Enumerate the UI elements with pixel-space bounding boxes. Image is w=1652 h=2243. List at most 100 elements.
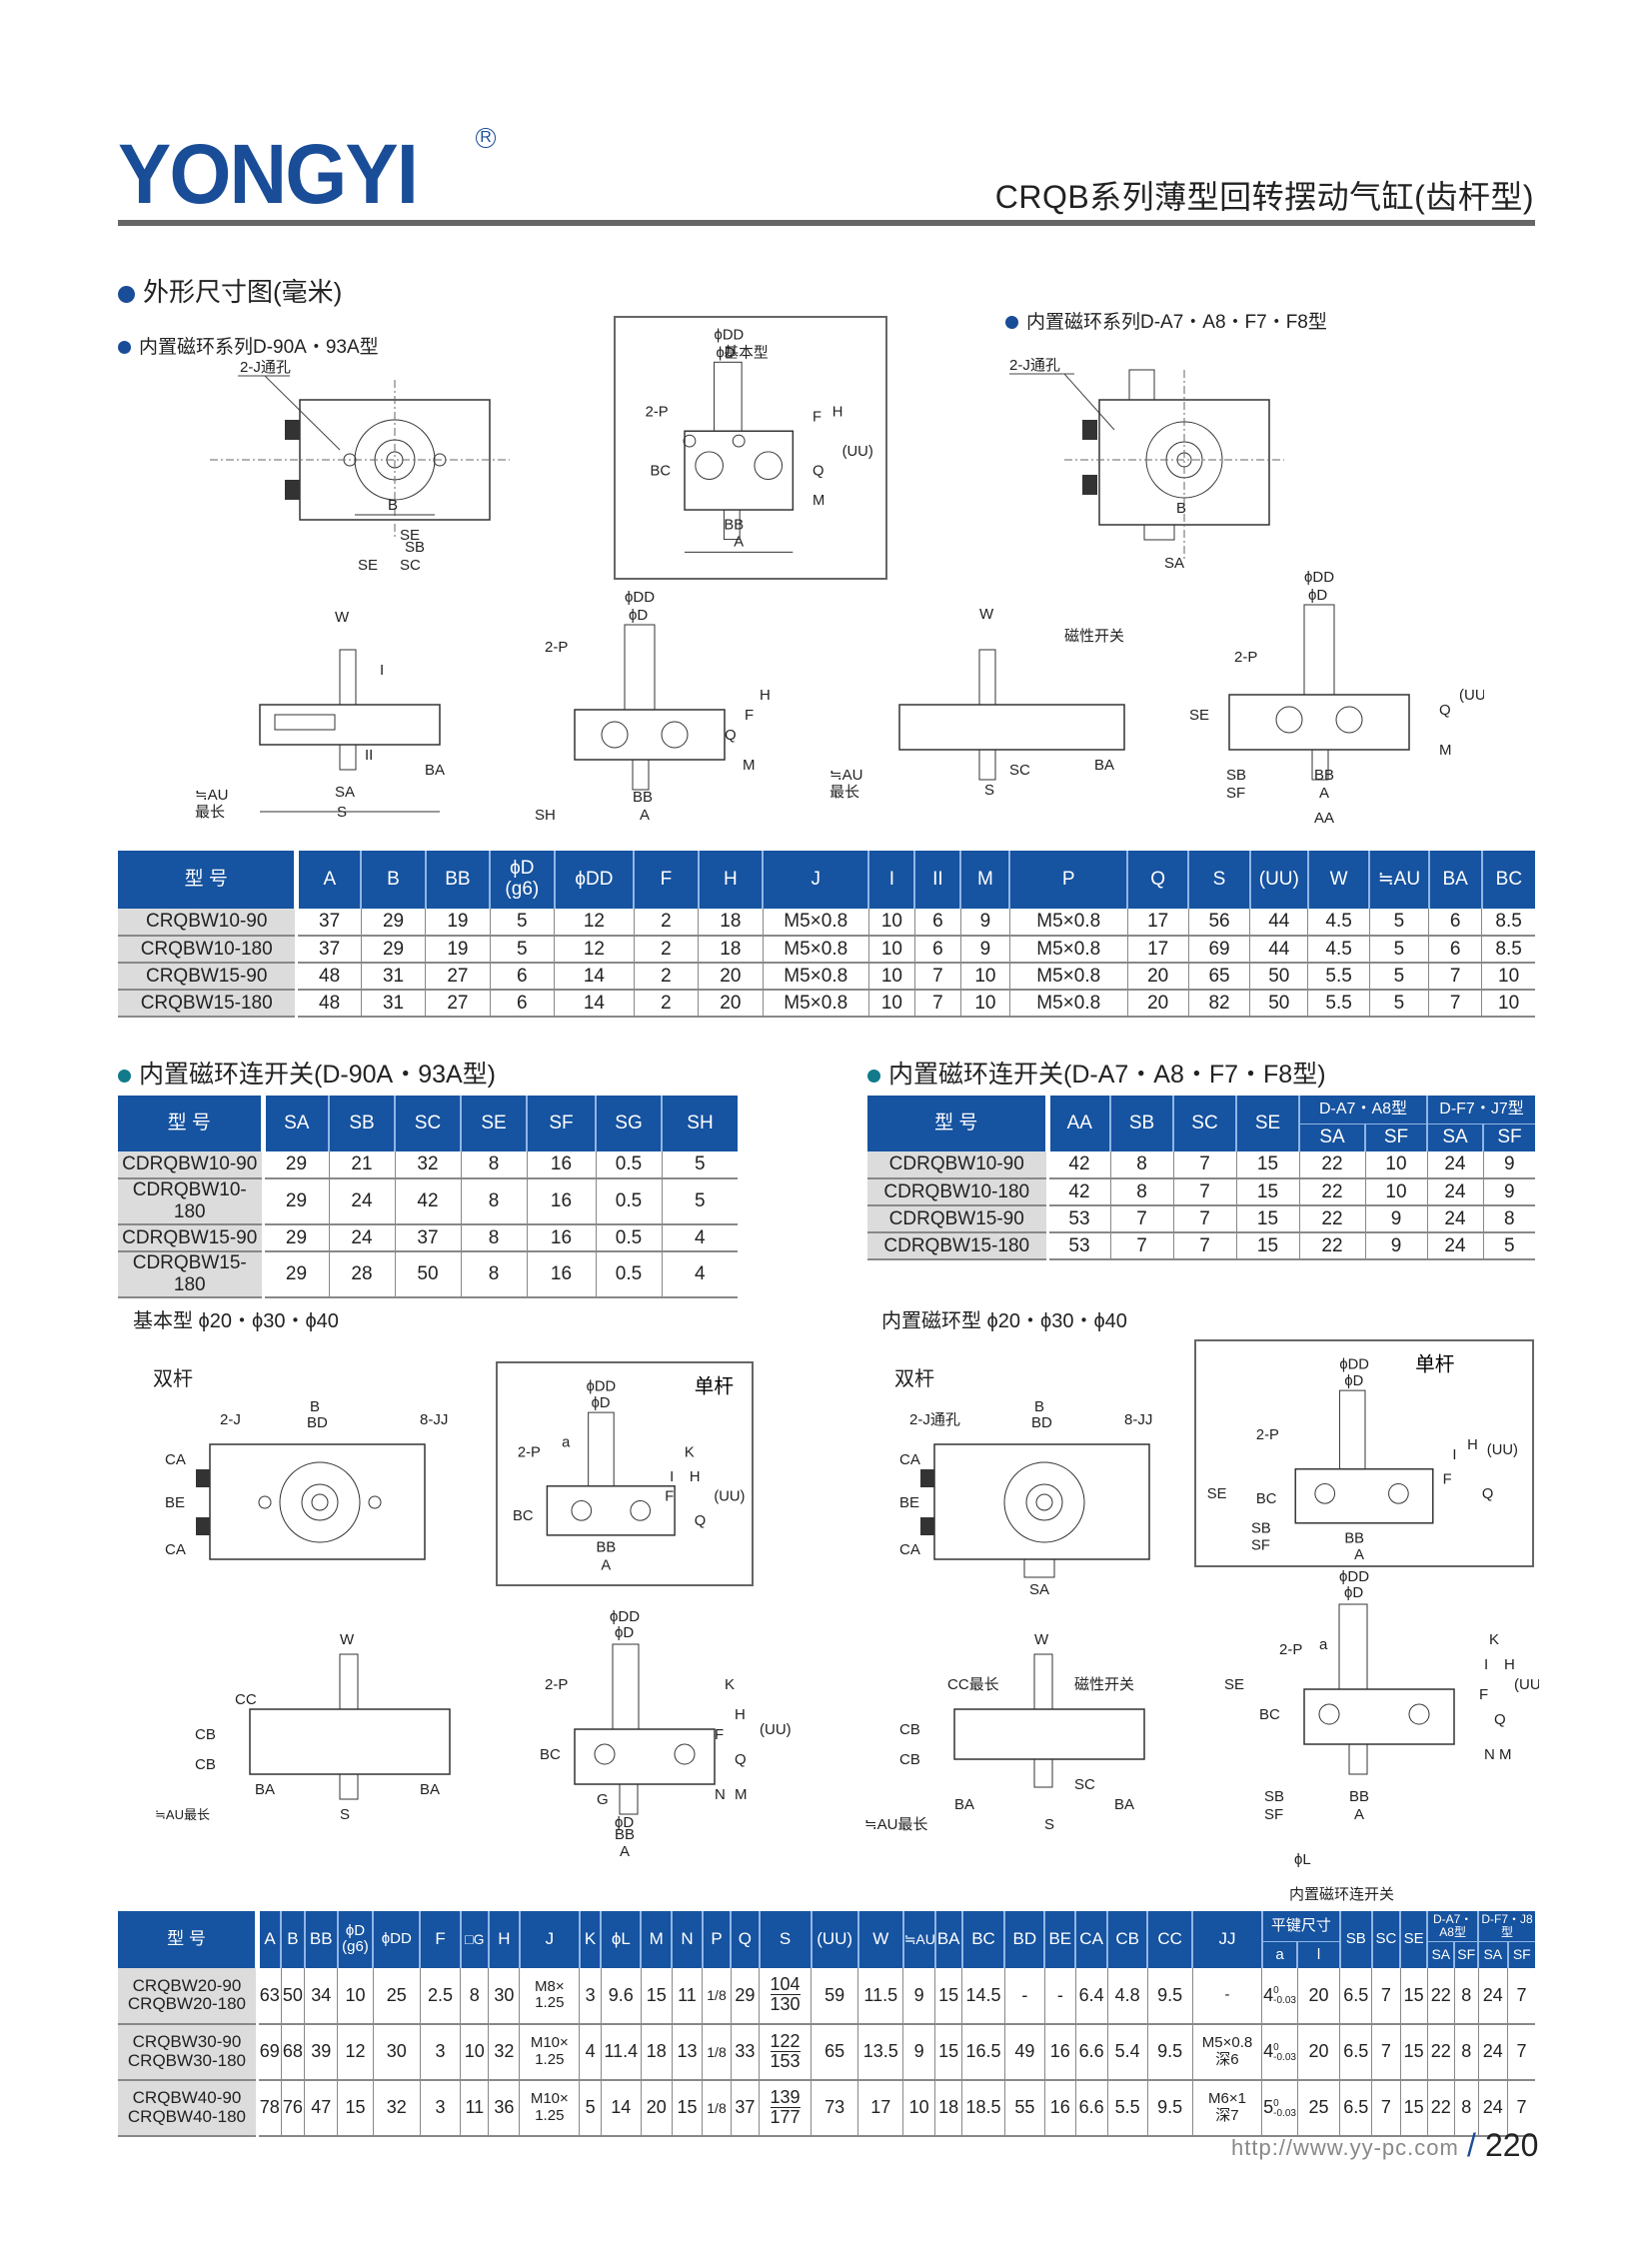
sub-header: l: [1297, 1941, 1341, 1968]
svg-text:SF: SF: [1264, 1806, 1283, 1823]
svg-text:CB: CB: [195, 1756, 216, 1773]
table-switch-da7: 型 号 AA SB SC SE D-A7・A8型 D-F7・J7型 SA SF …: [867, 1096, 1535, 1260]
value-cell: 14: [554, 990, 635, 1018]
svg-text:SB: SB: [1251, 1521, 1271, 1537]
value-cell: 10: [960, 990, 1010, 1018]
svg-text:ϕD: ϕD: [1308, 587, 1327, 604]
col-header: ϕL: [601, 1911, 643, 1968]
svg-text:最长: 最长: [829, 784, 859, 801]
svg-text:ϕD: ϕD: [615, 1624, 634, 1641]
col-header: JJ: [1192, 1911, 1263, 1968]
svg-text:H: H: [690, 1469, 701, 1485]
svg-text:ϕD: ϕD: [592, 1395, 611, 1411]
value-cell: 15: [672, 2079, 704, 2137]
group-header-da7: D-A7・A8型: [1427, 1911, 1480, 1943]
col-header: CA: [1075, 1911, 1109, 1968]
col-header: I: [868, 851, 916, 909]
col-header: SC: [1173, 1096, 1237, 1151]
value-cell: 50: [1249, 963, 1309, 991]
value-cell: 18: [698, 909, 764, 937]
col-header: Q: [731, 1911, 761, 1968]
drawing-da7-side-view: ϕDD ϕD 2-P SB SF BB A AA SE M Q (UU): [1184, 570, 1484, 840]
value-cell: 16: [527, 1178, 597, 1225]
value-cell: 9: [960, 909, 1010, 937]
svg-text:N: N: [1484, 1746, 1495, 1763]
label-magnetic-switch-2: 磁性开关: [1074, 1676, 1134, 1693]
svg-text:ϕDD: ϕDD: [1304, 570, 1334, 586]
footer-separator: /: [1467, 2127, 1476, 2163]
footer-website-link[interactable]: http://www.yy-pc.com: [1231, 2135, 1459, 2160]
col-header: N: [672, 1911, 704, 1968]
value-cell: 9: [960, 936, 1010, 964]
value-cell: 9: [902, 1967, 936, 2025]
tolerance-lower: -0.03: [1273, 2107, 1296, 2119]
label-magnetic-switch: 磁性开关: [1064, 628, 1124, 645]
sub-header: SF: [1483, 1123, 1535, 1151]
value-cell: 48: [296, 963, 362, 991]
key-width: 5: [1263, 2097, 1274, 2118]
double-rod-label-right: 双杆: [894, 1368, 934, 1390]
value-cell: 10: [960, 963, 1010, 991]
value-cell: 2: [634, 909, 700, 937]
value-cell: 36: [488, 2079, 521, 2137]
table-dimensions-20-40: 型 号 A B BB ϕD (g6) ϕDD F □G H J K ϕL M N…: [118, 1911, 1535, 2137]
value-text: 1.25: [535, 2106, 565, 2124]
value-cell: 5.5: [1307, 990, 1370, 1018]
svg-text:a: a: [1319, 1636, 1328, 1653]
col-header: SC: [1371, 1911, 1402, 1968]
value-text: 1.25: [535, 1994, 565, 2012]
stroke-90: 122: [770, 2030, 801, 2052]
value-cell: 1/8: [702, 1967, 732, 2025]
value-cell: 9: [902, 2023, 936, 2081]
value-cell: 22: [1299, 1151, 1366, 1179]
svg-text:BC: BC: [513, 1508, 534, 1524]
model-name: CRQBW20-180: [127, 1994, 247, 2014]
drawing-d90a-side-view: ϕDD ϕD 2-P BB A SH F H M Q: [525, 590, 785, 830]
value-cell: 8: [461, 1251, 528, 1298]
svg-text:Q: Q: [813, 464, 825, 480]
svg-text:SE: SE: [1224, 1676, 1244, 1693]
value-cell: 19: [425, 936, 491, 964]
col-header: CB: [1107, 1911, 1149, 1968]
svg-text:BD: BD: [307, 1414, 328, 1431]
value-cell: 16.5: [961, 2023, 1005, 2081]
model-name: CRQBW30-90: [132, 2032, 242, 2052]
model-cell: CDRQBW15-180: [118, 1251, 265, 1298]
bullet-icon: [118, 1069, 131, 1083]
value-cell: M5×0.8: [763, 990, 869, 1018]
value-cell: M5×0.8: [1009, 990, 1128, 1018]
value-text: 1.25: [535, 2050, 565, 2068]
stroke-180: 130: [770, 1994, 801, 2015]
value-cell: 24: [329, 1224, 396, 1252]
col-header: BE: [1044, 1911, 1077, 1968]
svg-text:F: F: [813, 409, 822, 425]
svg-text:ϕDD: ϕDD: [610, 1609, 640, 1625]
section-outline-heading: 外形尺寸图(毫米): [118, 272, 342, 309]
value-cell: -: [1192, 1967, 1263, 2025]
value-cell: 20: [698, 990, 764, 1018]
value-cell: 8: [460, 1967, 490, 2025]
value-cell: 9: [1483, 1178, 1535, 1206]
svg-text:I: I: [1484, 1656, 1488, 1673]
svg-text:K: K: [685, 1444, 695, 1460]
model-cell: CRQBW15-90: [118, 963, 299, 991]
svg-text:G: G: [597, 1791, 609, 1808]
label-port-2: 2-P: [545, 639, 568, 656]
value-cell: 7: [1371, 1967, 1401, 2025]
value-cell: 82: [1188, 990, 1251, 1018]
tolerance-upper: 0: [1273, 2097, 1279, 2109]
svg-text:B: B: [1176, 500, 1186, 517]
double-rod-label-left: 双杆: [153, 1368, 193, 1390]
svg-text:H: H: [1504, 1656, 1515, 1673]
value-cell: 12: [554, 909, 635, 937]
value-cell: 7: [1110, 1205, 1174, 1233]
value-cell: M5×0.8: [763, 936, 869, 964]
value-cell: 47: [304, 2079, 339, 2137]
